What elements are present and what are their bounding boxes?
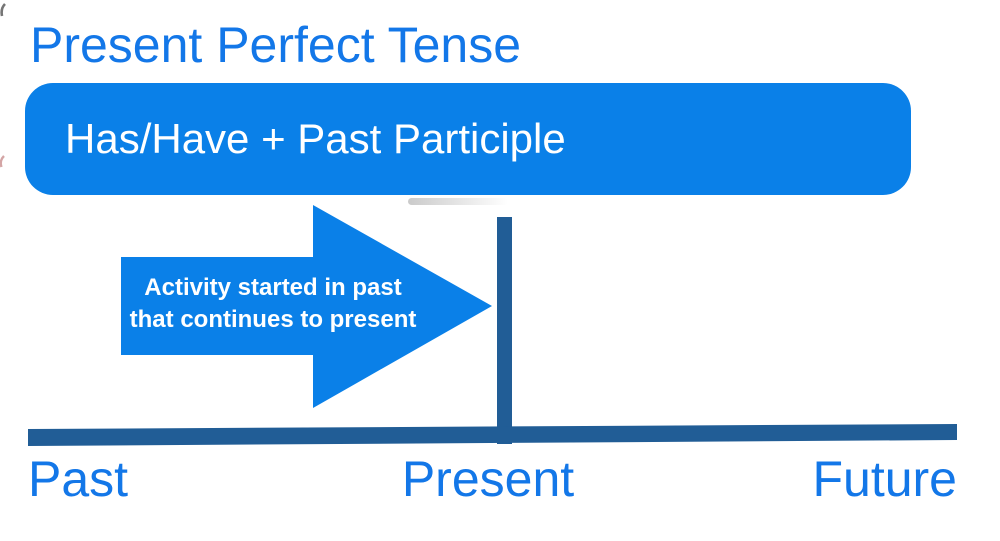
edge-artifacts — [0, 3, 6, 168]
arrow-caption-line2: that continues to present — [129, 306, 417, 333]
present-marker-line — [497, 217, 512, 444]
arrow-caption: Activity started in past that continues … — [123, 272, 423, 336]
smudge-artifact — [408, 198, 508, 205]
arrow-caption-line1: Activity started in past — [144, 274, 402, 301]
timeline-label-future: Future — [812, 451, 957, 507]
edge-artifact-pink-mark — [0, 155, 5, 168]
timeline-label-present: Present — [401, 451, 575, 507]
formula-box: Has/Have + Past Participle — [25, 83, 911, 195]
timeline-bar — [28, 424, 957, 446]
page-title: Present Perfect Tense — [30, 17, 522, 73]
timeline-label-past: Past — [28, 451, 129, 507]
edge-artifact-dark-mark — [0, 3, 6, 17]
arrow-shape — [121, 205, 492, 408]
formula-box-label: Has/Have + Past Participle — [65, 115, 566, 162]
